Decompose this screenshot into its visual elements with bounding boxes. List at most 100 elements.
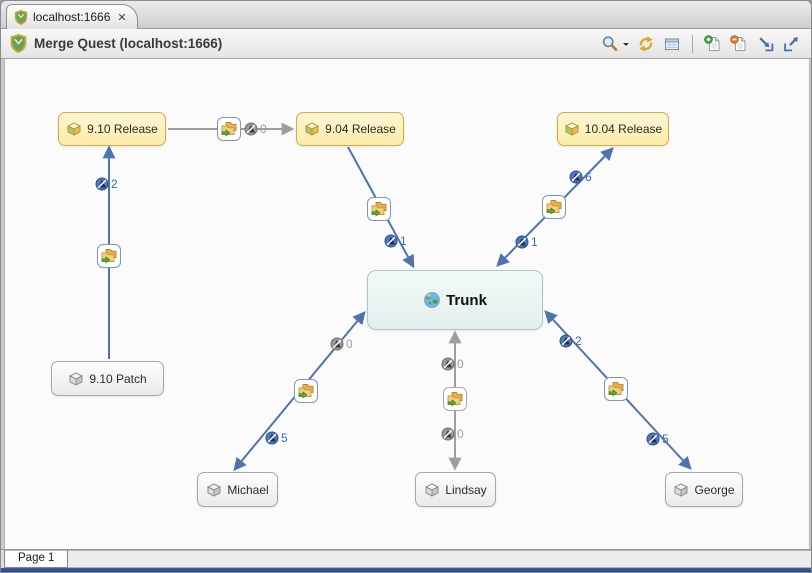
- folder-merge-icon: [447, 392, 463, 407]
- export-button[interactable]: [780, 33, 802, 55]
- node-label: George: [694, 482, 735, 497]
- changelist-icon: [244, 122, 258, 136]
- import-button[interactable]: [754, 33, 776, 55]
- changelist-badge[interactable]: 1: [384, 234, 407, 248]
- tab-close-icon[interactable]: ✕: [117, 11, 127, 24]
- refresh-icon: [639, 35, 653, 52]
- badge-count: 1: [400, 234, 407, 248]
- view-header: Merge Quest (localhost:1666): [1, 29, 811, 59]
- changelist-badge[interactable]: 5: [646, 432, 669, 446]
- zoom-dropdown-arrow[interactable]: [623, 42, 629, 49]
- changelist-icon: [515, 235, 529, 249]
- folder-merge-icon: [221, 122, 237, 137]
- badge-count: 0: [457, 357, 464, 371]
- integrate-icon[interactable]: [604, 377, 628, 401]
- package-icon: [564, 122, 579, 136]
- changelist-badge[interactable]: 0: [441, 427, 464, 441]
- badge-count: 6: [585, 170, 592, 184]
- node-label: Trunk: [446, 291, 487, 309]
- package-icon: [305, 122, 320, 136]
- editor-tab-localhost[interactable]: localhost:1666 ✕: [6, 4, 138, 29]
- table-view-icon: [665, 38, 679, 50]
- node-label: 10.04 Release: [584, 122, 663, 136]
- changelist-badge[interactable]: 0: [244, 122, 267, 136]
- node-trunk[interactable]: Trunk: [367, 270, 543, 330]
- folder-merge-icon: [546, 200, 562, 215]
- package-icon: [67, 122, 82, 136]
- badge-count: 2: [111, 177, 118, 191]
- integrate-icon[interactable]: [367, 197, 391, 221]
- changelist-icon: [330, 337, 344, 351]
- node-910-patch[interactable]: 9.10 Patch: [51, 361, 164, 396]
- changelist-icon: [384, 234, 398, 248]
- changelist-icon: [441, 427, 455, 441]
- integrate-icon[interactable]: [217, 117, 241, 141]
- view-title: Merge Quest (localhost:1666): [34, 36, 223, 51]
- refresh-button[interactable]: [635, 33, 657, 55]
- changelist-icon: [569, 170, 583, 184]
- cube-icon: [674, 482, 689, 497]
- remove-page-icon: [730, 34, 746, 51]
- node-1004-release[interactable]: 10.04 Release: [557, 112, 669, 146]
- badge-count: 0: [346, 337, 353, 351]
- table-view-button[interactable]: [661, 33, 683, 55]
- node-904-release[interactable]: 9.04 Release: [296, 112, 404, 146]
- changelist-icon: [441, 357, 455, 371]
- integrate-icon[interactable]: [294, 379, 318, 403]
- integrate-icon[interactable]: [542, 195, 566, 219]
- cube-icon: [69, 371, 84, 386]
- export-icon: [783, 37, 798, 52]
- changelist-icon: [95, 177, 109, 191]
- window-status-strip: [1, 568, 811, 572]
- changelist-badge[interactable]: 6: [569, 170, 592, 184]
- cube-icon: [425, 482, 440, 497]
- folder-merge-icon: [371, 202, 387, 217]
- cube-icon: [207, 482, 222, 497]
- toolbar-separator: [692, 34, 693, 53]
- editor-tab-bar: localhost:1666 ✕: [1, 1, 811, 29]
- merge-graph-canvas[interactable]: 9.10 Release 9.04 Release 10.04 Release: [4, 59, 810, 549]
- page-tab-filler: [68, 550, 811, 568]
- canvas-frame: 9.10 Release 9.04 Release 10.04 Release: [1, 59, 811, 549]
- page-tab-label: Page 1: [18, 552, 55, 564]
- badge-count: 5: [662, 432, 669, 446]
- folder-merge-icon: [298, 384, 314, 399]
- toolbar: [599, 33, 802, 55]
- changelist-badge[interactable]: 0: [330, 337, 353, 351]
- changelist-badge[interactable]: 1: [515, 235, 538, 249]
- add-page-button[interactable]: [702, 33, 724, 55]
- changelist-badge[interactable]: 2: [95, 177, 118, 191]
- remove-page-button[interactable]: [728, 33, 750, 55]
- integrate-icon[interactable]: [443, 387, 467, 411]
- badge-count: 5: [281, 431, 288, 445]
- merge-quest-shield-icon: [10, 34, 27, 53]
- changelist-icon: [265, 431, 279, 445]
- integrate-icon[interactable]: [97, 244, 121, 268]
- node-label: 9.10 Release: [87, 122, 158, 136]
- node-michael[interactable]: Michael: [197, 472, 278, 507]
- changelist-badge[interactable]: 5: [265, 431, 288, 445]
- folder-merge-icon: [101, 249, 117, 264]
- add-page-icon: [704, 34, 720, 51]
- folder-merge-icon: [608, 382, 624, 397]
- tab-title: localhost:1666: [33, 10, 111, 24]
- page-tab-bar: Page 1: [1, 549, 811, 568]
- node-label: 9.04 Release: [325, 122, 396, 136]
- node-910-release[interactable]: 9.10 Release: [58, 112, 166, 146]
- node-lindsay[interactable]: Lindsay: [415, 472, 496, 507]
- node-label: Lindsay: [445, 482, 487, 497]
- zoom-button[interactable]: [599, 33, 621, 55]
- changelist-badge[interactable]: 2: [559, 334, 582, 348]
- page-tab[interactable]: Page 1: [4, 550, 69, 568]
- badge-count: 0: [457, 427, 464, 441]
- badge-count: 1: [531, 235, 538, 249]
- changelist-icon: [646, 432, 660, 446]
- zoom-icon: [602, 35, 618, 51]
- badge-count: 2: [575, 334, 582, 348]
- node-george[interactable]: George: [665, 472, 743, 507]
- node-label: Michael: [227, 482, 269, 497]
- changelist-badge[interactable]: 0: [441, 357, 464, 371]
- badge-count: 0: [260, 122, 267, 136]
- import-icon: [758, 37, 773, 52]
